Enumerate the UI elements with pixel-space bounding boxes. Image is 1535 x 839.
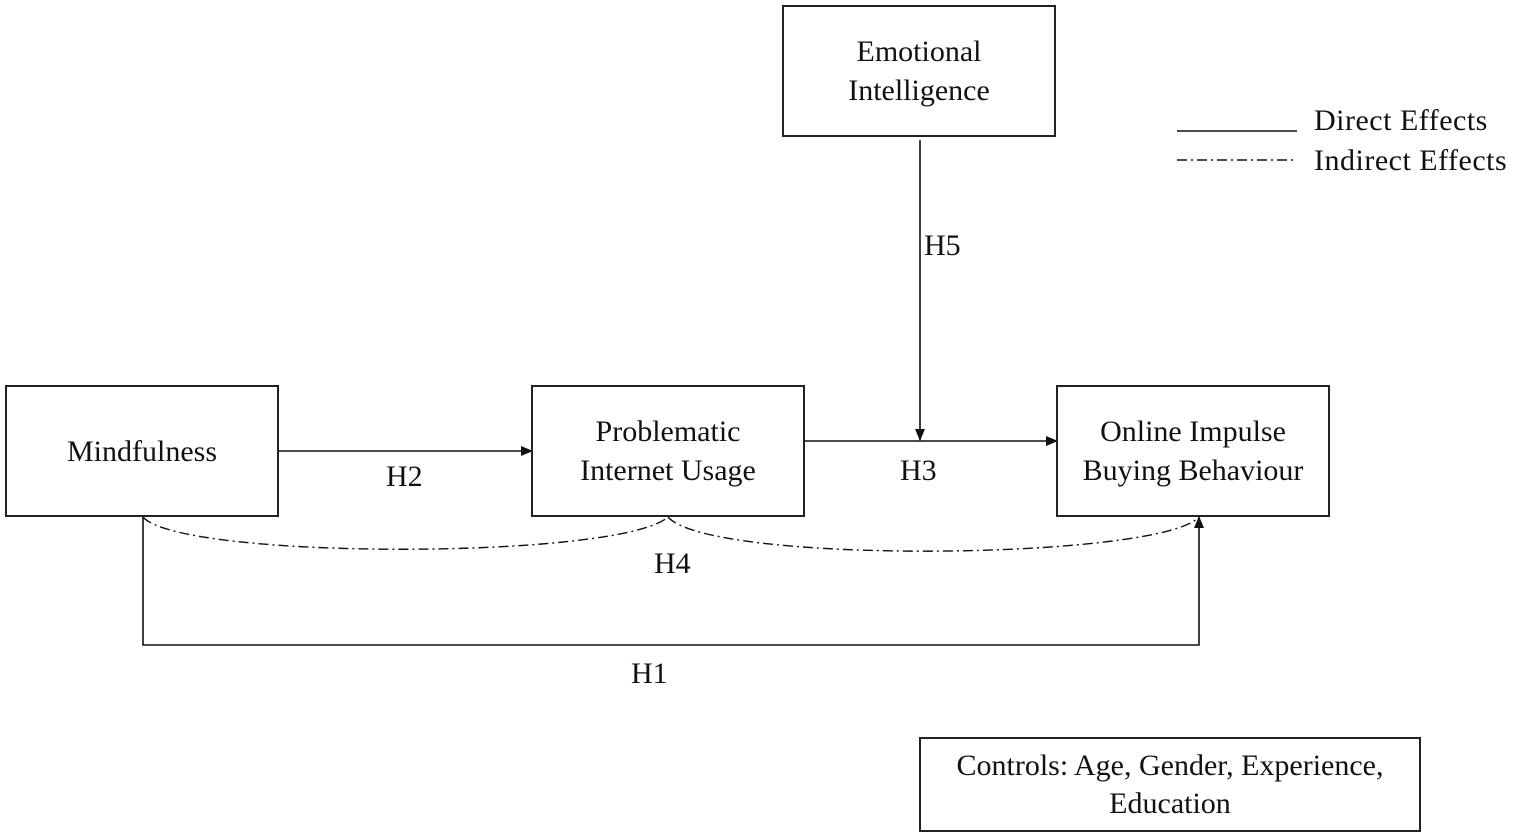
legend-direct-label: Direct Effects	[1314, 104, 1488, 137]
node-label-line: Buying Behaviour	[1082, 454, 1304, 487]
node-controls: Controls: Age, Gender, Experience, Educa…	[919, 737, 1421, 832]
node-label-line: Emotional	[856, 35, 982, 68]
node-label-line: Controls: Age, Gender, Experience,	[956, 748, 1384, 782]
node-label-line: Intelligence	[848, 74, 990, 107]
legend-indirect-label: Indirect Effects	[1314, 144, 1508, 177]
node-label-line: Mindfulness	[67, 434, 217, 468]
node-label-line: Internet Usage	[580, 454, 756, 487]
node-mindfulness: Mindfulness	[5, 385, 279, 517]
label-h5: H5	[924, 229, 961, 262]
label-h1: H1	[631, 657, 668, 690]
h4-curve-right	[667, 516, 1200, 552]
node-problematic-internet-usage: Problematic Internet Usage	[531, 385, 805, 517]
label-h4: H4	[654, 547, 691, 580]
node-label-line: Online Impulse	[1100, 415, 1286, 448]
node-emotional-intelligence: Emotional Intelligence	[782, 5, 1056, 137]
node-online-impulse-buying: Online Impulse Buying Behaviour	[1056, 385, 1330, 517]
label-h3: H3	[900, 454, 937, 487]
h4-curve-left	[142, 516, 669, 550]
h1-arrow	[142, 516, 1204, 646]
node-label-line: Education	[1109, 786, 1231, 820]
label-h2: H2	[386, 460, 423, 493]
node-label-line: Problematic	[595, 415, 741, 448]
